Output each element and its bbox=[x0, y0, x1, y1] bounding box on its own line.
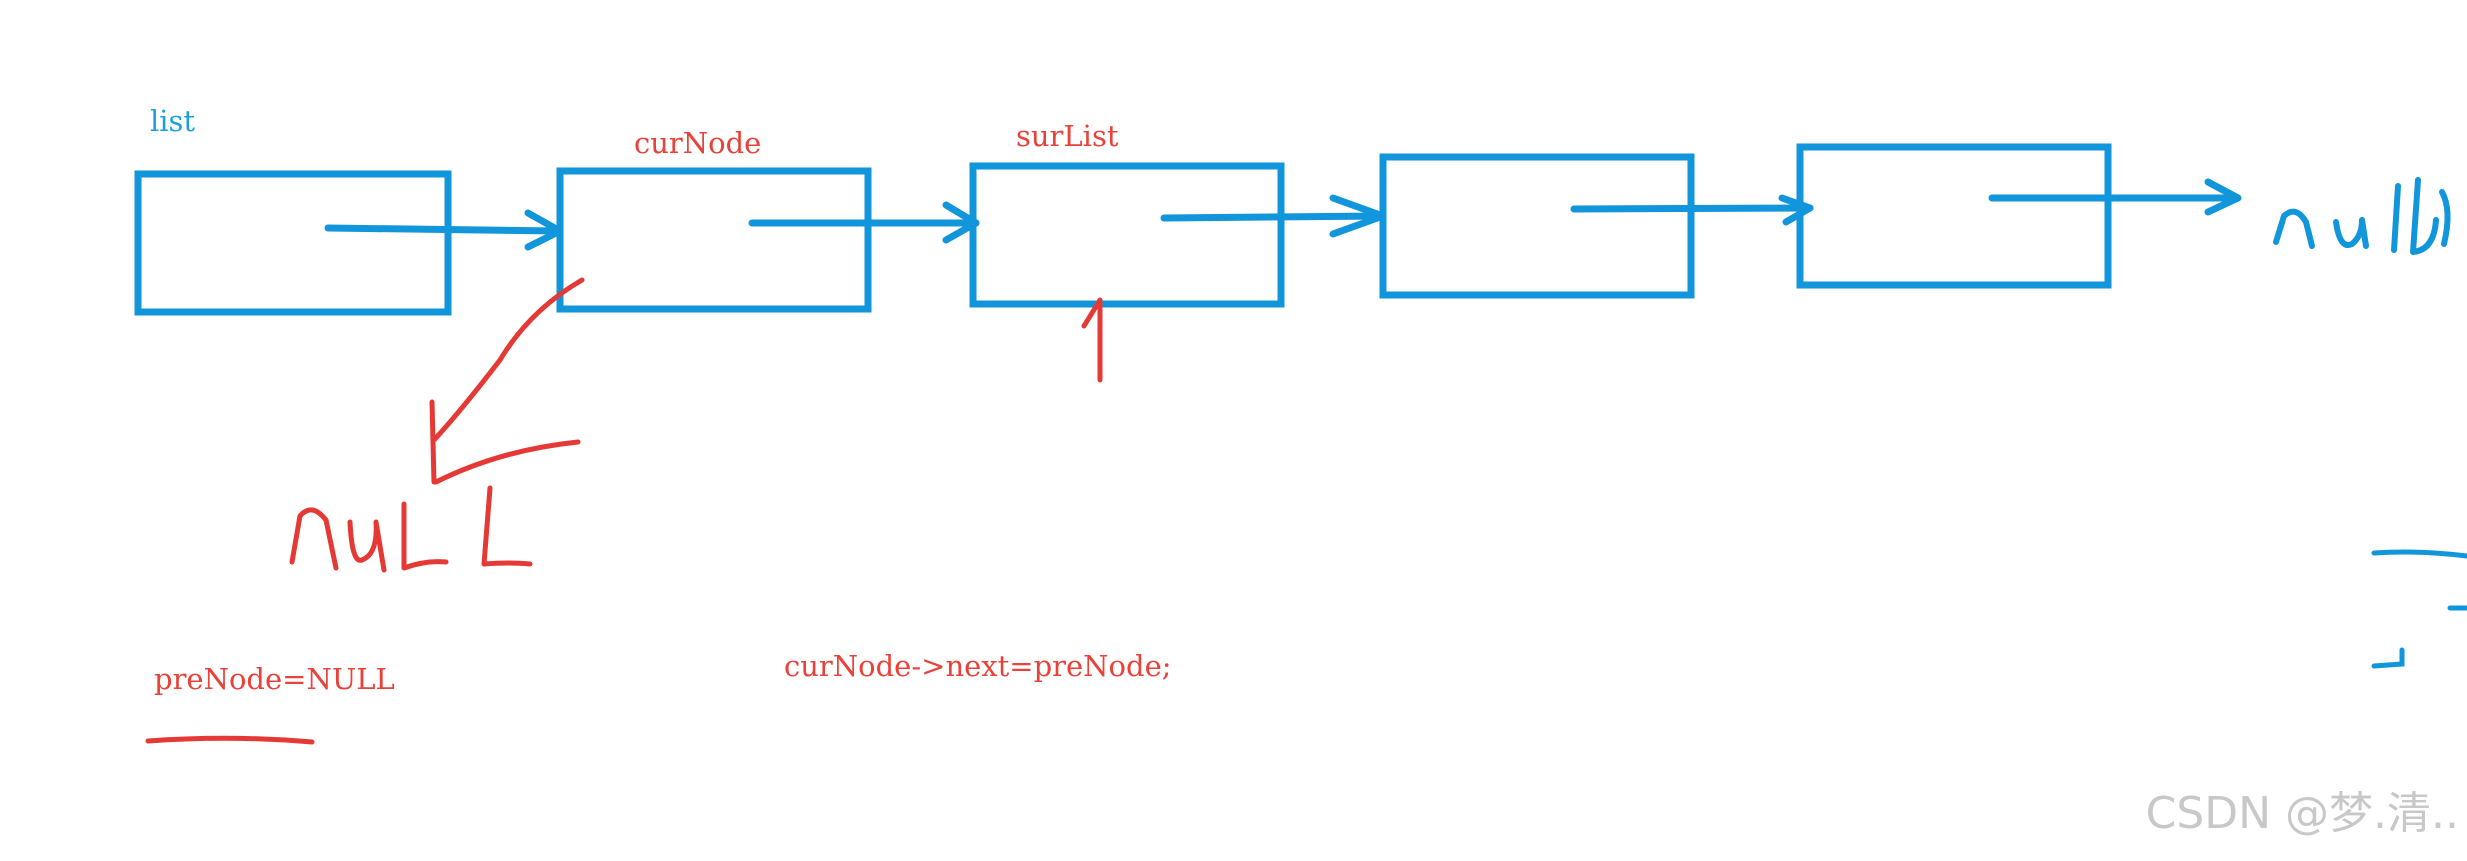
cur-node-to-null-arrow-right bbox=[433, 439, 581, 485]
arrowhead-3-to-4 bbox=[1329, 194, 1387, 238]
label-pre-node-null: preNode=NULL bbox=[154, 662, 395, 696]
node-5 bbox=[1796, 143, 2112, 289]
handwritten-null-left bbox=[289, 485, 533, 573]
cur-node-to-null-curve bbox=[431, 277, 585, 443]
arrowhead-5-to-null bbox=[2204, 178, 2242, 216]
node-3 bbox=[969, 162, 1285, 308]
csdn-watermark: CSDN @梦.清.. bbox=[2145, 788, 2459, 839]
label-code-line: curNode->next=preNode; bbox=[784, 649, 1172, 683]
right-edge-marks bbox=[2371, 549, 2467, 669]
label-cur-node: curNode bbox=[634, 126, 762, 160]
sur-list-tick bbox=[1081, 297, 1103, 383]
cur-node-to-null-arrow-left bbox=[429, 399, 437, 485]
pointer-4-to-5 bbox=[1570, 204, 1814, 213]
handwritten-null-right bbox=[2273, 177, 2451, 255]
arrowhead-2-to-3 bbox=[942, 201, 980, 244]
pointer-3-to-4 bbox=[1160, 212, 1387, 222]
arrowhead-1-to-2 bbox=[524, 209, 564, 251]
node-4 bbox=[1379, 153, 1695, 299]
arrowhead-4-to-5 bbox=[1778, 194, 1814, 226]
pre-node-underline bbox=[145, 735, 315, 745]
label-list: list bbox=[150, 104, 196, 138]
node-1 bbox=[134, 170, 452, 316]
label-sur-list: surList bbox=[1016, 119, 1119, 153]
node-2 bbox=[556, 167, 872, 313]
pointer-1-to-2 bbox=[324, 224, 564, 235]
